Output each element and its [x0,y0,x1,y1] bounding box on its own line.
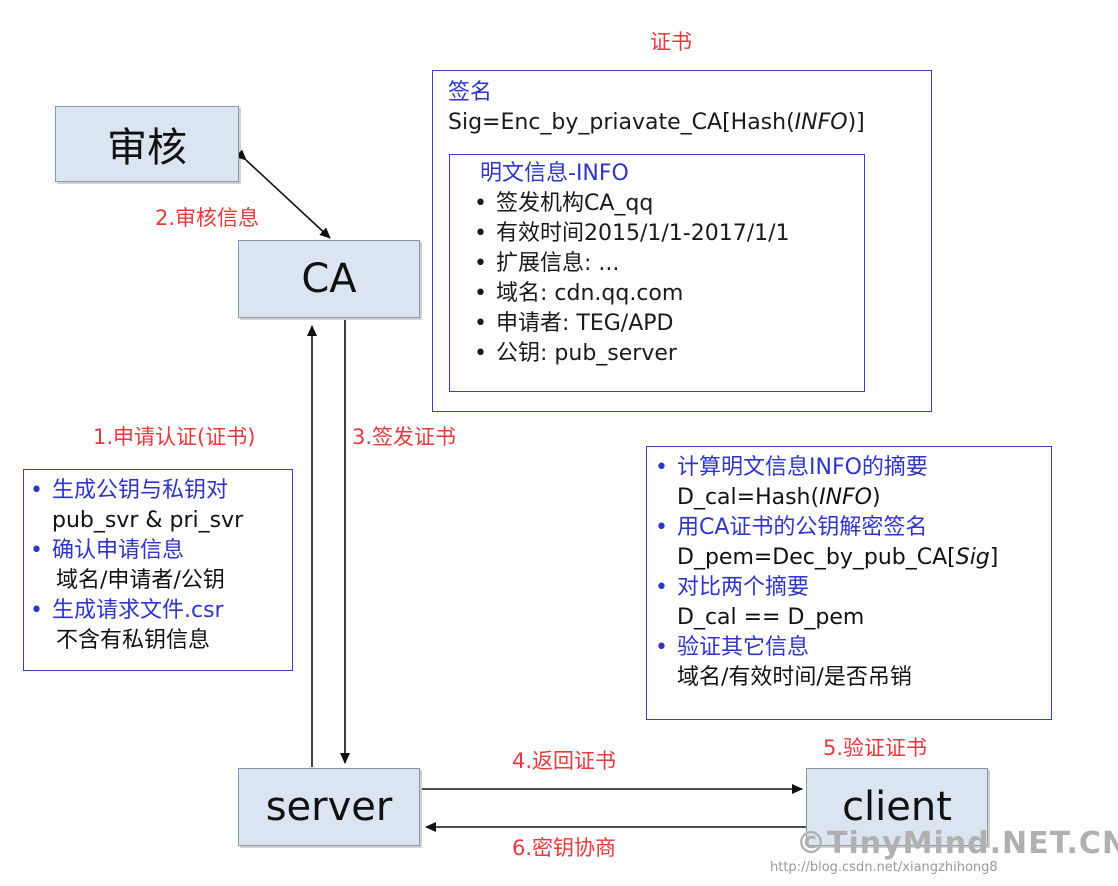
step-5-label: 5.验证证书 [823,736,928,760]
hash-info-detail-suffix: ) [872,485,881,510]
decrypt-detail-sig: Sig [955,545,990,570]
signature-formula: Sig=Enc_by_priavate_CA[Hash(INFO)] [448,107,865,138]
signature-heading: 签名 [448,80,493,105]
client-step-decrypt-signature: 用CA证书的公钥解密签名 [649,513,998,543]
client-step-decrypt-signature-detail: D_pem=Dec_by_pub_CA[Sig] [649,543,998,573]
step-4-label: 4.返回证书 [512,749,617,773]
info-item-applicant: 申请者: TEG/APD [468,309,790,339]
server-node-label: server [265,784,393,830]
server-step-confirm-info: 确认申请信息 [24,536,243,566]
certificate-panel: 签名 Sig=Enc_by_priavate_CA[Hash(INFO)] 明文… [432,70,932,412]
ca-node: CA [238,240,420,318]
step-3-label: 3.签发证书 [352,425,457,449]
info-item-validity: 有效时间2015/1/1-2017/1/1 [468,219,790,249]
step-2-label: 2.审核信息 [155,206,260,230]
client-step-hash-info-detail: D_cal=Hash(INFO) [649,483,998,513]
signature-formula-info: INFO [794,110,848,135]
decrypt-detail-suffix: ] [989,545,999,570]
server-steps-list: 生成公钥与私钥对 pub_svr & pri_svr 确认申请信息 域名/申请者… [24,476,243,656]
watermark-url: http://blog.csdn.net/xiangzhihong8 [770,860,998,875]
server-step-generate-keys: 生成公钥与私钥对 [24,476,243,506]
info-item-extensions: 扩展信息: ... [468,249,790,279]
signature-formula-suffix: )] [847,110,865,135]
server-steps-panel: 生成公钥与私钥对 pub_svr & pri_svr 确认申请信息 域名/申请者… [23,469,293,671]
step-6-label: 6.密钥协商 [512,836,617,860]
watermark-logo: ©TinyMind.NET.CN [796,826,1118,861]
server-step-generate-keys-detail: pub_svr & pri_svr [52,508,244,533]
client-node: client [806,768,988,846]
hash-info-detail-prefix: D_cal=Hash( [677,485,820,510]
info-item-public-key: 公钥: pub_server [468,339,790,369]
server-step-confirm-info-detail: 域名/申请者/公钥 [56,568,225,593]
client-step-compare-digests: 对比两个摘要 [649,573,998,603]
server-node: server [238,768,420,846]
audit-node-label: 审核 [107,125,187,171]
audit-ca-arrow [235,149,331,239]
ca-node-label: CA [301,256,357,302]
step-1-label: 1.申请认证(证书) [93,425,256,449]
client-steps-list: 计算明文信息INFO的摘要 D_cal=Hash(INFO) 用CA证书的公钥解… [649,453,998,693]
client-step-verify-other: 验证其它信息 [649,633,998,663]
audit-node: 审核 [55,106,239,182]
server-step-generate-csr-detail: 不含有私钥信息 [56,628,211,653]
info-panel: 明文信息-INFO 签发机构CA_qq 有效时间2015/1/1-2017/1/… [449,154,865,392]
decrypt-detail-prefix: D_pem=Dec_by_pub_CA[ [677,545,956,570]
client-node-label: client [842,784,952,830]
client-step-verify-other-detail: 域名/有效时间/是否吊销 [677,665,912,690]
hash-info-detail-info: INFO [819,485,872,510]
server-step-generate-csr: 生成请求文件.csr [24,596,243,626]
client-step-compare-digests-detail: D_cal == D_pem [677,605,865,630]
info-heading: 明文信息-INFO [480,161,629,186]
info-item-issuer: 签发机构CA_qq [468,189,790,219]
client-step-hash-info: 计算明文信息INFO的摘要 [649,453,998,483]
certificate-title: 证书 [650,30,692,54]
info-item-domain: 域名: cdn.qq.com [468,279,790,309]
client-steps-panel: 计算明文信息INFO的摘要 D_cal=Hash(INFO) 用CA证书的公钥解… [646,446,1052,720]
info-list: 签发机构CA_qq 有效时间2015/1/1-2017/1/1 扩展信息: ..… [468,189,790,369]
signature-formula-prefix: Sig=Enc_by_priavate_CA[Hash( [448,110,795,135]
